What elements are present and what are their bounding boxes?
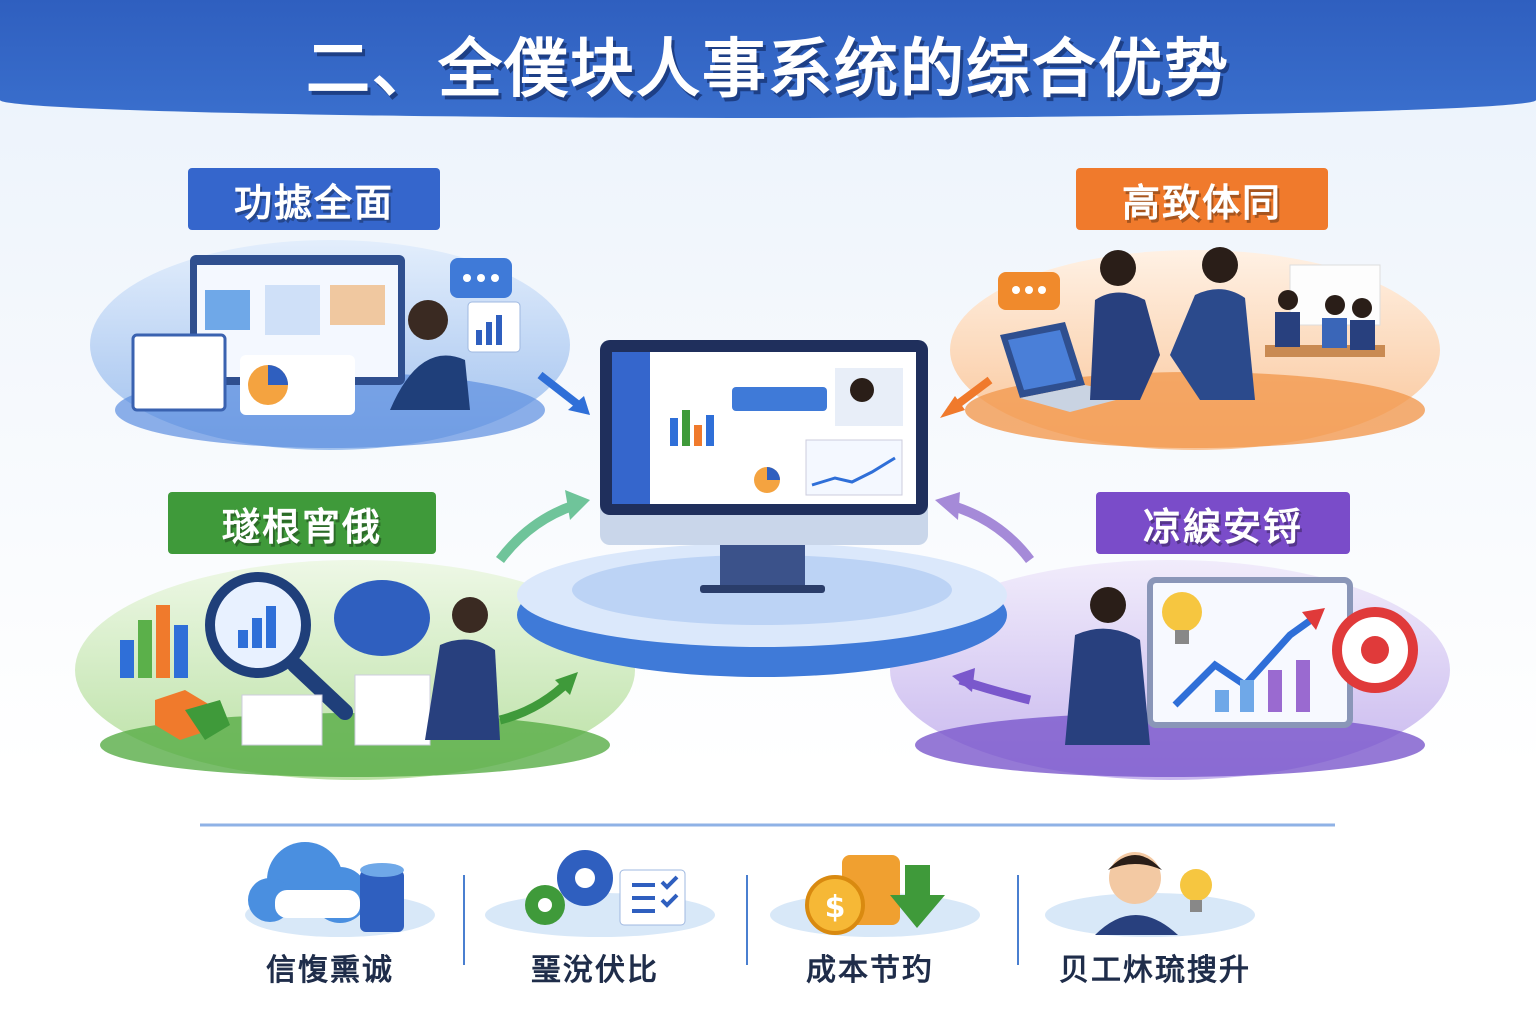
feature-platform-green (75, 490, 635, 780)
svg-text:$: $ (825, 890, 846, 925)
divider (1017, 875, 1019, 965)
benefit-label: 琧涗伏比 (531, 953, 659, 988)
benefit-label: 贝工炑琉搜升 (1059, 953, 1251, 988)
feature-platform-purple (890, 492, 1450, 780)
benefit-label: 信愎熏诚 (266, 953, 394, 988)
divider (463, 875, 465, 965)
feature-platform-orange (940, 247, 1440, 450)
benefit-label: 成本节玓 (806, 953, 934, 988)
coins-down-arrow-icon: $ (770, 855, 980, 937)
feature-platform-blue (90, 240, 590, 450)
section-banner-decision: 凉綟安锊 (1096, 492, 1350, 554)
gears-checklist-icon (485, 850, 715, 937)
divider (746, 875, 748, 965)
section-banner-collaboration: 高致体同 (1076, 168, 1328, 230)
page-title: 二、全僕块人事系统的综合优势 (306, 33, 1230, 107)
cloud-database-icon (245, 842, 435, 937)
section-banner-data: 璲根宵俄 (168, 492, 436, 554)
header-band: 二、全僕块人事系统的综合优势 (0, 0, 1536, 118)
section-banner-features: 功摅全面 (188, 168, 440, 230)
employee-lightbulb-icon (1045, 852, 1255, 937)
central-hr-monitor (517, 340, 1007, 677)
